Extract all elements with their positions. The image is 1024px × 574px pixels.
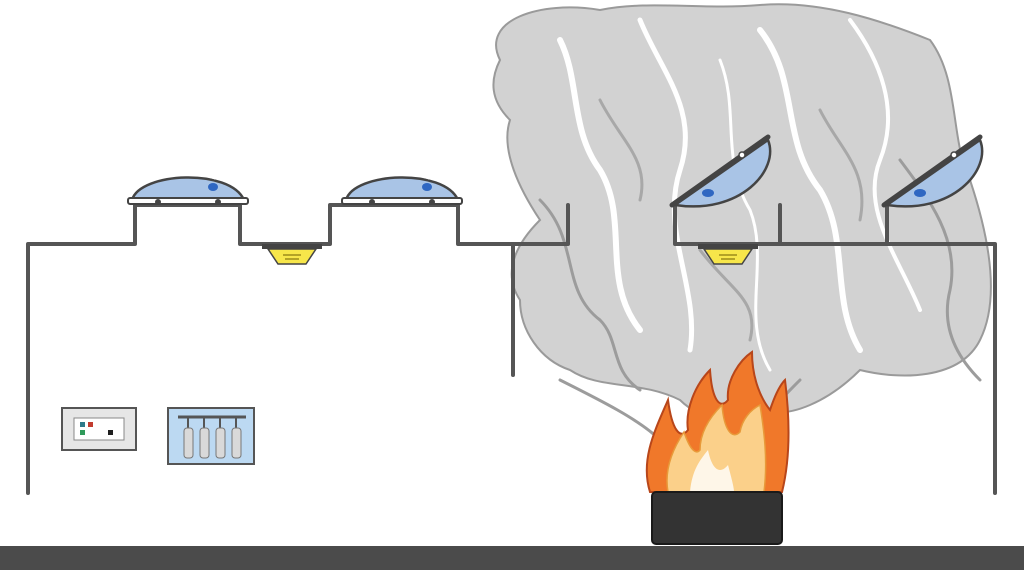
left-wall (26, 242, 120, 495)
floor (0, 546, 1024, 570)
roof-segment-1 (116, 203, 517, 246)
panel-button (80, 430, 85, 435)
smoke-detector-2 (698, 244, 758, 265)
vent-open-4 (881, 134, 984, 208)
vent-open-3 (669, 134, 772, 208)
fire-base (651, 491, 783, 545)
panel-button (108, 430, 113, 435)
gas-cylinder (215, 427, 226, 459)
flame-inner (666, 403, 767, 493)
panel-button (88, 422, 93, 427)
roof-segment-2 (513, 203, 570, 246)
gas-cylinder-rack (167, 407, 255, 465)
fire (645, 350, 790, 545)
control-panel (61, 407, 137, 451)
vent-closed-2 (341, 172, 463, 205)
gas-cylinder (199, 427, 210, 459)
vent-closed-1 (127, 172, 249, 205)
panel-button (80, 422, 85, 427)
gas-cylinder (231, 427, 242, 459)
smoke-detector-1 (262, 244, 322, 265)
gas-cylinder (183, 427, 194, 459)
roof-segment-4 (885, 203, 997, 495)
smoke-cloud (492, 3, 992, 447)
